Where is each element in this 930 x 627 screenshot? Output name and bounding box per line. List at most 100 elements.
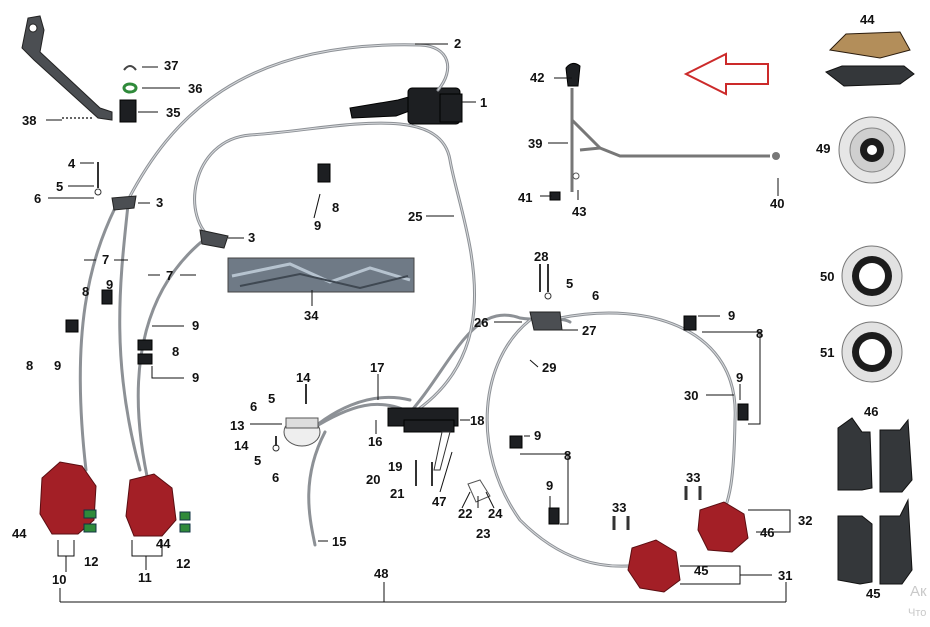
callout-33a: 33 [686,470,700,485]
callout-39: 39 [528,136,542,151]
callout-40: 40 [770,196,784,211]
callout-3a: 3 [156,195,163,210]
callout-7b: 7 [166,268,173,283]
callout-35: 35 [166,105,180,120]
callout-5a: 5 [56,179,63,194]
hose-highlights [127,44,736,567]
callout-37: 37 [164,58,178,73]
callout-36: 36 [188,81,202,96]
callout-24: 24 [488,506,503,521]
callout-10: 10 [52,572,66,587]
callout-5c: 5 [268,391,275,406]
callout-21: 21 [390,486,404,501]
callout-5d: 5 [254,453,261,468]
callout-14a: 14 [296,370,311,385]
callout-20: 20 [366,472,380,487]
callout-25: 25 [408,209,422,224]
callout-9e: 9 [314,218,321,233]
brake-pad-set-44 [824,31,915,87]
callout-44b: 44 [12,526,27,541]
callout-44a: 44 [860,12,875,27]
callout-50: 50 [820,269,834,284]
callout-49: 49 [816,141,830,156]
callout-19: 19 [388,459,402,474]
callout-3b: 3 [248,230,255,245]
callout-labels: 1 2 3 3 4 5 5 5 5 6 6 6 6 7 7 8 8 8 8 8 … [12,12,880,601]
callout-42: 42 [530,70,544,85]
callout-30: 30 [684,388,698,403]
watermark-line2: Что [908,607,926,619]
callout-5b: 5 [566,276,573,291]
callout-8f: 8 [564,448,571,463]
leader-lines [46,43,791,603]
callout-41: 41 [518,190,532,205]
callout-2: 2 [454,36,461,51]
callout-47: 47 [432,494,446,509]
callout-22: 22 [458,506,472,521]
callout-7a: 7 [102,252,109,267]
callout-34: 34 [304,308,319,323]
brake-disc-51 [841,321,903,383]
callout-29: 29 [542,360,556,375]
callout-6c: 6 [250,399,257,414]
brake-calipers [39,461,749,593]
callout-9g: 9 [736,370,743,385]
callout-11: 11 [138,570,152,585]
brake-hoses [78,43,737,568]
callout-46b: 46 [760,525,774,540]
callout-9f: 9 [728,308,735,323]
callout-23: 23 [476,526,490,541]
callout-6b: 6 [592,288,599,303]
callout-9c: 9 [192,318,199,333]
parking-brake-rod [549,62,780,201]
callout-45a: 45 [866,586,880,601]
hose-clips [65,163,749,525]
callout-45b: 45 [694,563,708,578]
callout-51: 51 [820,345,834,360]
rear-master-cylinder [283,407,491,503]
brake-pads-46 [837,417,913,493]
front-master-cylinder [349,87,463,125]
callout-4: 4 [68,156,76,171]
callout-38: 38 [22,113,36,128]
callout-1: 1 [480,95,487,110]
hose-tee-connectors [111,195,563,331]
callout-9h: 9 [534,428,541,443]
watermark: Ак Что [908,583,927,619]
callout-46a: 46 [864,404,878,419]
callout-8c: 8 [172,344,179,359]
callout-48: 48 [374,566,388,581]
callout-9b: 9 [54,358,61,373]
protective-shield-plate [227,257,415,293]
callout-12a: 12 [84,554,98,569]
callout-26: 26 [474,315,488,330]
callout-12b: 12 [176,556,190,571]
callout-18: 18 [470,413,484,428]
callout-6a: 6 [34,191,41,206]
callout-33b: 33 [612,500,626,515]
callout-32: 32 [798,513,812,528]
callout-9d: 9 [192,370,199,385]
callout-6d: 6 [272,470,279,485]
callout-16: 16 [368,434,382,449]
watermark-line1: Ак [910,583,927,600]
fasteners [94,162,702,530]
callout-8b: 8 [26,358,33,373]
brake-disc-49 [838,116,906,184]
red-direction-arrow-icon [683,52,769,96]
callout-8a: 8 [82,284,89,299]
callout-14b: 14 [234,438,249,453]
callout-43: 43 [572,204,586,219]
callout-28: 28 [534,249,548,264]
parking-brake-lever [21,15,138,123]
brake-pads-45 [837,498,913,585]
callout-17: 17 [370,360,384,375]
callout-13: 13 [230,418,244,433]
brake-disc-50 [841,245,903,307]
callout-9a: 9 [106,277,113,292]
callout-8d: 8 [332,200,339,215]
callout-27: 27 [582,323,596,338]
callout-15: 15 [332,534,346,549]
callout-44c: 44 [156,536,171,551]
